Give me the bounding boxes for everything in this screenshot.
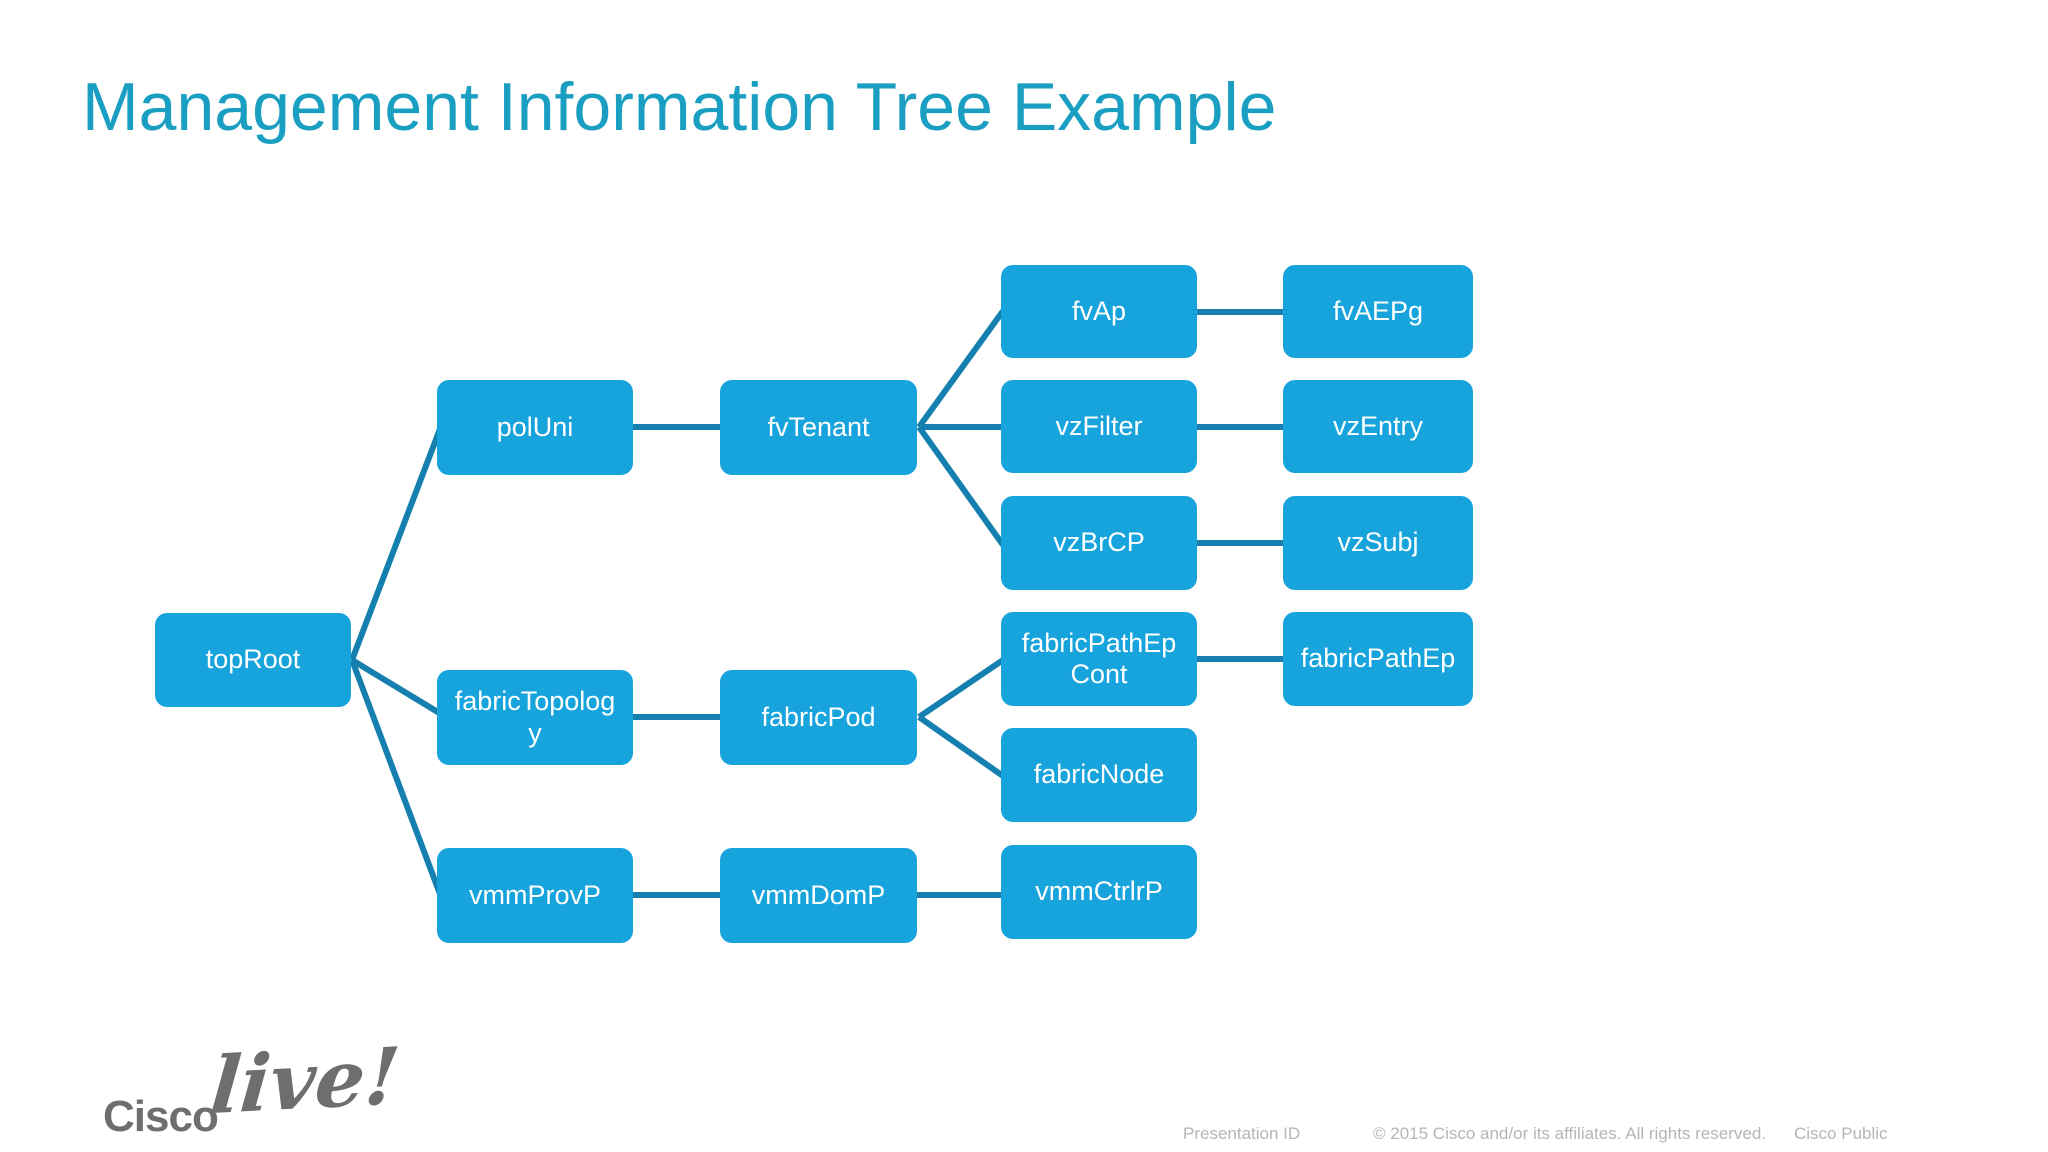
footer-cisco-public: Cisco Public <box>1794 1124 1888 1143</box>
connector-topRoot-polUni <box>349 427 443 662</box>
slide-title: Management Information Tree Example <box>82 69 1277 145</box>
footer-presentation-id: Presentation ID <box>1183 1124 1301 1143</box>
tree-node-fabricTopology: fabricTopolog y <box>437 670 633 765</box>
tree-node-fvAEPg: fvAEPg <box>1283 265 1473 358</box>
connector-topRoot-vmmProvP <box>349 658 443 896</box>
cisco-live-logo: Cisco live! <box>103 1031 403 1150</box>
tree-node-fabricNode: fabricNode <box>1001 728 1197 822</box>
tree-node-fvAp: fvAp <box>1001 265 1197 358</box>
footer-copyright: © 2015 Cisco and/or its affiliates. All … <box>1373 1124 1767 1143</box>
tree-node-polUni: polUni <box>437 380 633 475</box>
tree-node-vzFilter: vzFilter <box>1001 380 1197 473</box>
tree-node-fabricPathEp: fabricPathEp <box>1283 612 1473 706</box>
live-script-wordmark: live! <box>207 1030 404 1133</box>
connector-fabricPod-fabricPathEpCont <box>917 657 1005 720</box>
slide-footer: Presentation ID © 2015 Cisco and/or its … <box>0 1124 2048 1150</box>
connector-fvTenant-fvAp <box>916 309 1006 429</box>
connector-topRoot-fabricTopology <box>350 657 443 717</box>
connector-fvTenant-vzBrCP <box>916 425 1006 547</box>
tree-node-vzEntry: vzEntry <box>1283 380 1473 473</box>
tree-node-vmmCtrlrP: vmmCtrlrP <box>1001 845 1197 939</box>
tree-node-fabricPod: fabricPod <box>720 670 917 765</box>
tree-node-fvTenant: fvTenant <box>720 380 917 475</box>
tree-node-fabricPathEpCont: fabricPathEp Cont <box>1001 612 1197 706</box>
tree-node-vzBrCP: vzBrCP <box>1001 496 1197 590</box>
tree-node-vmmProvP: vmmProvP <box>437 848 633 943</box>
tree-node-topRoot: topRoot <box>155 613 351 707</box>
cisco-wordmark: Cisco <box>103 1092 219 1141</box>
connector-fabricPod-fabricNode <box>917 714 1005 779</box>
tree-node-vmmDomP: vmmDomP <box>720 848 917 943</box>
tree-node-vzSubj: vzSubj <box>1283 496 1473 590</box>
